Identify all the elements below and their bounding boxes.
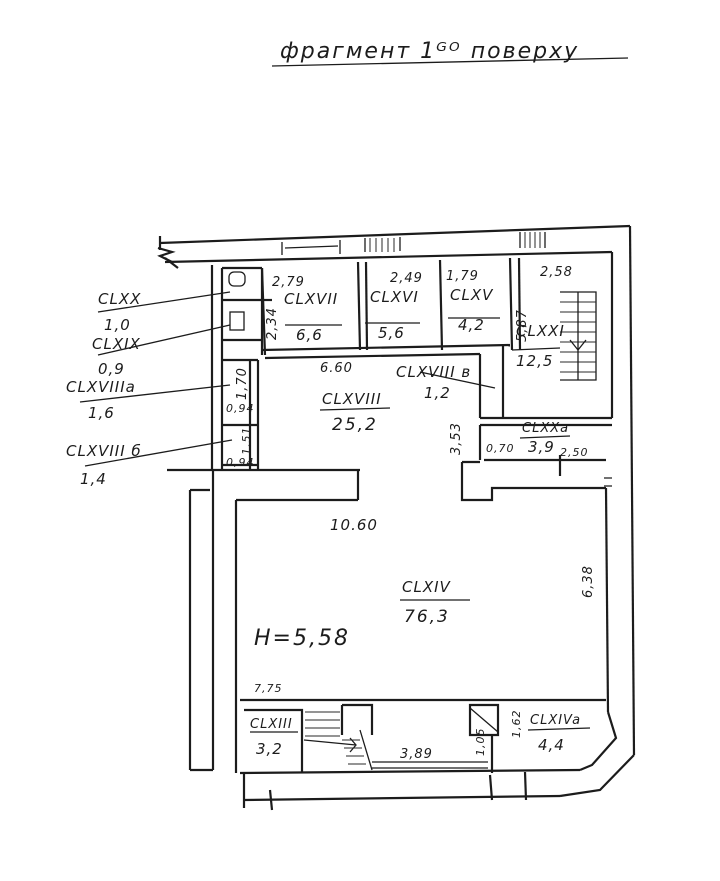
dim-0-94-b: 0,94 — [226, 456, 255, 469]
dim-2-58: 2,58 — [540, 265, 573, 280]
room-CLXVIII-area: 25,2 — [332, 415, 378, 435]
room-CLXIVa-code: CLXIVa — [530, 713, 581, 728]
room-CLXIII-code: CLXIII — [250, 717, 293, 732]
outer-walls — [157, 224, 636, 811]
room-CLXVIIIv-area: 1,2 — [424, 384, 451, 402]
room-CLXVIIIb-code: CLXVIII б — [66, 442, 142, 460]
dim-1-79: 1,79 — [446, 269, 479, 284]
room-CLXIX-code: CLXIX — [92, 335, 141, 353]
room-CLXVIII-code: CLXVIII — [322, 390, 382, 408]
dim-1-70: 1,70 — [235, 367, 250, 400]
dim-2-50: 2,50 — [560, 446, 589, 459]
room-labels: CLXX 1,0 CLXIX 0,9 CLXVIIIa 1,6 CLXVIII … — [66, 286, 581, 758]
room-CLXIII-area: 3,2 — [256, 740, 283, 758]
room-CLXXa-code: CLXXa — [522, 421, 569, 436]
room-CLXV-code: CLXV — [450, 286, 494, 304]
windows-top — [281, 232, 612, 769]
dimension-labels: 2,79 2,49 1,79 2,58 5,87 2,34 6.60 1,70 … — [226, 265, 596, 762]
title-underline — [271, 57, 629, 67]
dim-1-05: 1,05 — [474, 728, 487, 757]
room-CLXVII-area: 6,6 — [296, 326, 323, 344]
room-CLXX-code: CLXX — [98, 290, 141, 308]
room-CLXVII-code: CLXVII — [284, 290, 338, 308]
room-CLXVIIIb-area: 1,4 — [80, 470, 107, 488]
dim-1-62: 1,62 — [510, 710, 523, 739]
dim-6-38: 6,38 — [581, 565, 596, 598]
title-block: фрагмент 1ᴳᴼ поверху — [271, 39, 629, 67]
dim-1-51: 1,51 — [240, 427, 253, 456]
dim-7-75: 7,75 — [254, 682, 283, 695]
room-CLXIX-area: 0,9 — [98, 360, 125, 378]
dim-3-53: 3,53 — [449, 422, 464, 455]
room-CLXVI-code: CLXVI — [370, 288, 419, 306]
room-CLXIV-code: CLXIV — [402, 578, 452, 596]
room-CLXVIIIa-code: CLXVIIIa — [66, 378, 136, 396]
room-CLXIV-area: 76,3 — [404, 607, 450, 627]
room-CLXVI-area: 5,6 — [378, 324, 405, 342]
partitions — [210, 257, 612, 773]
dim-0-94-a: 0,94 — [226, 402, 255, 415]
dim-2-49: 2,49 — [390, 271, 423, 286]
room-CLXV-area: 4,2 — [458, 316, 485, 334]
room-CLXXa-area: 3,9 — [528, 438, 555, 456]
room-CLXVIIIa-area: 1,6 — [88, 404, 115, 422]
dim-10-60: 10.60 — [330, 516, 378, 534]
ceiling-height-note: H=5,58 — [254, 626, 350, 651]
leader-lines — [79, 291, 591, 733]
dim-2-34: 2,34 — [265, 307, 280, 340]
room-CLXX-area: 1,0 — [104, 316, 131, 334]
dim-0-70: 0,70 — [486, 442, 515, 455]
dim-6-60: 6.60 — [320, 361, 353, 376]
room-CLXIVa-area: 4,4 — [538, 736, 565, 754]
dim-2-79: 2,79 — [272, 275, 305, 290]
dim-5-87: 5,87 — [515, 309, 530, 342]
dim-3-89: 3,89 — [400, 747, 433, 762]
room-CLXXI-area: 12,5 — [516, 352, 553, 370]
room-CLXXI-code: CLXXI — [516, 322, 565, 340]
room-CLXVIIIv-code: CLXVIII в — [396, 363, 471, 381]
